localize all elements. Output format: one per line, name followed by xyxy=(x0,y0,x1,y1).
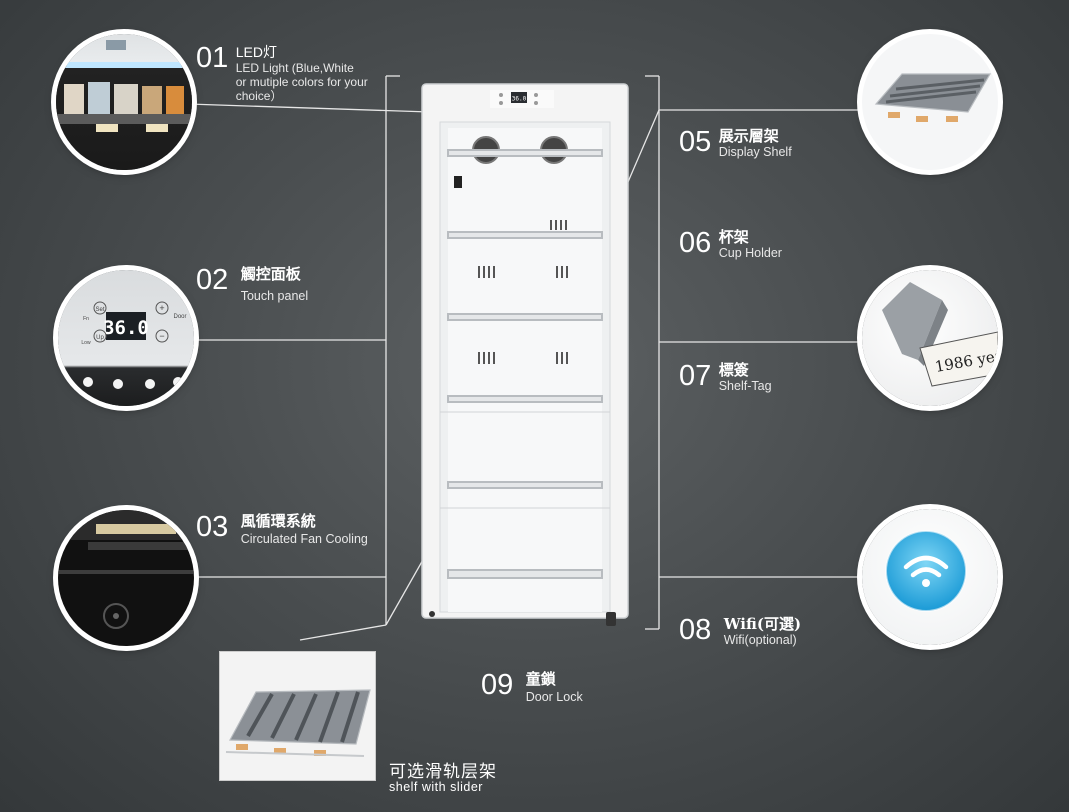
feature-07-number: 07 xyxy=(679,360,712,392)
wifi-icon xyxy=(903,555,949,578)
feature-01-number: 01 xyxy=(196,42,229,74)
panel-set-label: Set xyxy=(95,307,104,313)
feature-07-cn: 標簽 xyxy=(718,361,749,379)
fan-cooling-illustration xyxy=(58,510,194,629)
feature-05-en: Display Shelf xyxy=(718,145,792,159)
display-shelf-photo xyxy=(862,34,998,170)
feature-09-en: Door Lock xyxy=(525,690,583,704)
svg-text:+: + xyxy=(159,303,164,313)
feature-06-cn: 杯架 xyxy=(718,228,749,246)
feature-03-en: Circulated Fan Cooling xyxy=(240,532,368,546)
display-shelf-illustration xyxy=(874,73,992,122)
feature-09: 09 童鎖 Door Lock xyxy=(481,671,583,705)
feature-01-cn: LED灯 xyxy=(235,44,277,60)
feature-08-en: Wifi(optional) xyxy=(723,633,797,647)
feature-05-number: 05 xyxy=(679,126,712,158)
panel-display-readout: 36.0 xyxy=(103,317,149,339)
shelf-tag-photo: 1986 yea xyxy=(862,270,998,406)
shelf-tag-illustration: 1986 yea xyxy=(882,282,998,387)
feature-06-en: Cup Holder xyxy=(718,246,782,260)
slider-shelf-cn: 可选滑轨层架 xyxy=(389,762,497,782)
slider-shelf-photo xyxy=(219,651,376,781)
touch-panel-illustration: 36.0 Set Up + − Door Fn Low xyxy=(81,301,187,389)
feature-03-number: 03 xyxy=(196,511,229,543)
feature-06: 06 杯架 Cup Holder xyxy=(679,229,782,261)
feature-07-en: Shelf-Tag xyxy=(718,379,772,393)
feature-03: 03 風循環系統 Circulated Fan Cooling xyxy=(196,513,368,547)
feature-07: 07 標簽 Shelf-Tag xyxy=(679,362,772,394)
panel-fn-label: Fn xyxy=(83,316,89,322)
fridge-panel-screen xyxy=(511,92,527,103)
feature-05: 05 展示層架 Display Shelf xyxy=(679,128,792,160)
feature-01: 01 LED灯 LED Light (Blue,White or mutiple… xyxy=(196,42,368,104)
feature-09-cn: 童鎖 xyxy=(525,670,556,688)
led-light-illustration xyxy=(56,40,192,132)
feature-02-en: Touch panel xyxy=(240,289,309,303)
led-light-photo xyxy=(56,34,192,170)
feature-02-cn: 觸控面板 xyxy=(240,265,301,283)
feature-02: 02 觸控面板 Touch panel xyxy=(196,266,308,304)
feature-02-number: 02 xyxy=(196,264,229,296)
wifi-illustration xyxy=(885,530,967,612)
feature-01-en: LED Light (Blue,White or mutiple colors … xyxy=(235,61,368,103)
feature-05-cn: 展示層架 xyxy=(718,127,779,145)
svg-text:−: − xyxy=(159,331,164,341)
fan-cooling-photo xyxy=(58,510,194,646)
feature-08-cn: Wifi(可選) xyxy=(723,615,802,633)
feature-06-number: 06 xyxy=(679,227,712,259)
panel-up-label: Up xyxy=(96,335,104,341)
slider-shelf-en: shelf with slider xyxy=(389,780,483,794)
fridge-panel-readout: 36.0 xyxy=(512,96,527,103)
panel-low-label: Low xyxy=(81,340,91,346)
display-fridge: 36.0 xyxy=(421,83,629,626)
feature-03-cn: 風循環系統 xyxy=(240,512,316,530)
touch-panel-photo: 36.0 Set Up + − Door Fn Low xyxy=(58,270,194,406)
feature-08: 08 Wifi(可選) Wifi(optional) xyxy=(679,616,801,648)
wifi-photo xyxy=(862,509,998,645)
slider-shelf-illustration xyxy=(225,689,371,757)
feature-09-number: 09 xyxy=(481,669,514,701)
panel-door-label: Door xyxy=(173,314,186,320)
feature-08-number: 08 xyxy=(679,614,712,646)
